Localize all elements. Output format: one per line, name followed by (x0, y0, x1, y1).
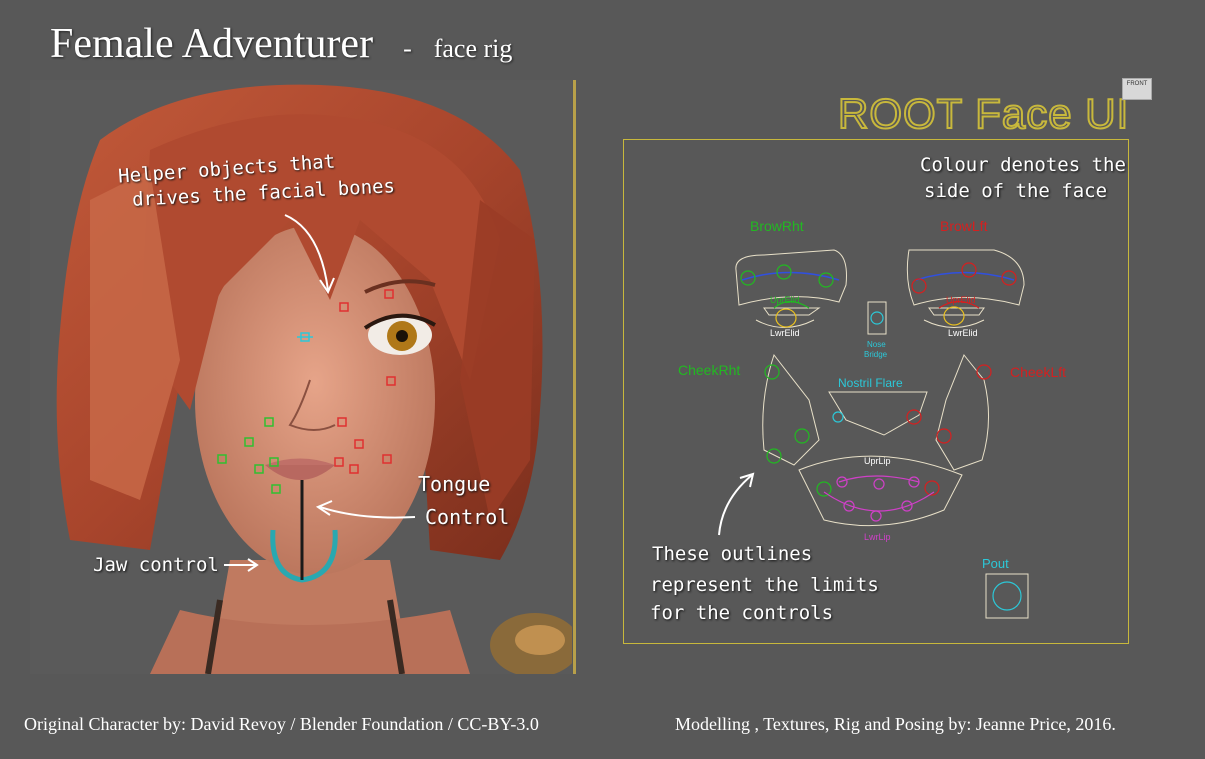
title-text: Female Adventurer (50, 21, 374, 67)
helper-arrow-icon (284, 214, 335, 295)
cheek-rht-label[interactable]: CheekRht (678, 362, 741, 378)
lwr-eld-rht-label[interactable]: LwrElid (770, 328, 800, 338)
face-ui-outlines (735, 249, 1029, 619)
lwr-lip-label[interactable]: LwrLip (864, 532, 891, 542)
nose-bridge-label-2[interactable]: Bridge (864, 350, 888, 359)
front-view-thumbnail[interactable]: FRONT (1122, 78, 1152, 100)
divider (573, 80, 576, 674)
lwr-eld-lft-label[interactable]: LwrElid (948, 328, 978, 338)
cheek-lft-label[interactable]: CheekLft (1010, 364, 1067, 380)
upr-eld-rht-label[interactable]: UprElid (770, 295, 800, 305)
footer-credit-left: Original Character by: David Revoy / Ble… (24, 714, 539, 734)
face-ui-panel: BrowRht BrowLft UprElid LwrElid UprElid … (623, 139, 1129, 644)
outlines-arrow-icon (718, 472, 755, 536)
nostril-flare-label[interactable]: Nostril Flare (838, 376, 903, 390)
jaw-annotation: Jaw control (93, 554, 219, 576)
page-title: Female Adventurer-face rig (50, 20, 512, 68)
tongue-annotation-line1: Tongue (418, 472, 491, 496)
outlines-annotation-line2: represent the limits (650, 574, 879, 596)
character-render (30, 80, 572, 674)
colour-annotation-line1: Colour denotes the (920, 154, 1126, 176)
title-subtitle: face rig (433, 34, 513, 63)
brow-lft-label[interactable]: BrowLft (940, 218, 988, 234)
footer-credit-right: Modelling , Textures, Rig and Posing by:… (675, 714, 1116, 734)
outlines-annotation-line3: for the controls (650, 602, 834, 624)
pout-label[interactable]: Pout (982, 556, 1009, 571)
outlines-annotation-line1: These outlines (652, 543, 813, 565)
colour-annotation-line2: side of the face (924, 180, 1108, 202)
title-dash: - (403, 34, 412, 63)
nose-bridge-label-1[interactable]: Nose (867, 340, 886, 349)
tongue-annotation-line2: Control (425, 505, 510, 529)
brow-rht-label[interactable]: BrowRht (750, 218, 804, 234)
upr-eld-lft-label[interactable]: UprElid (946, 295, 976, 305)
root-face-ui-title: ROOT Face UI (837, 89, 1130, 138)
upr-lip-label[interactable]: UprLip (864, 456, 891, 466)
tongue-arrow-icon (315, 500, 416, 519)
jaw-arrow-icon (224, 558, 259, 572)
